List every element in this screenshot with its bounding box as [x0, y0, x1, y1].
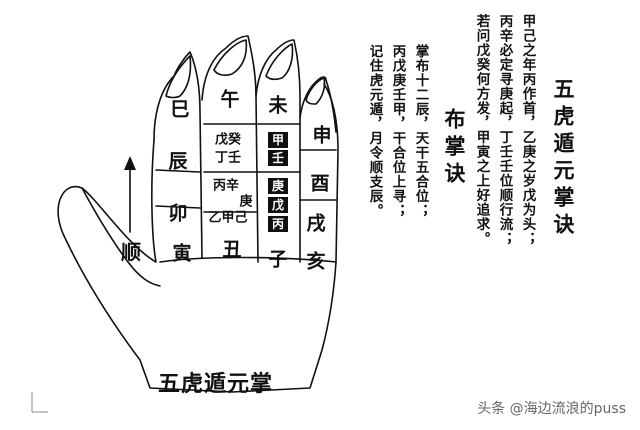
index-finger-outline [153, 51, 203, 259]
branch-chou: 丑 [222, 238, 242, 261]
palm-outline [57, 83, 339, 393]
ring-finger-outline [255, 39, 301, 263]
stem-pair-chou-right: 庚 [239, 194, 253, 210]
branch-zi: 子 [268, 248, 288, 271]
poem-line-1: 甲己之年丙作首，乙庚之岁戊为头； [519, 14, 536, 246]
watermark: 头条 @海边流浪的puss [477, 401, 626, 417]
badge-jia: 甲 [268, 132, 288, 148]
branch-wu: 午 [220, 88, 240, 111]
branch-wei: 未 [268, 94, 288, 117]
thumb-outline [81, 187, 161, 287]
index-nail [165, 55, 192, 99]
branch-mao: 卯 [168, 202, 188, 225]
branch-shen: 申 [312, 124, 332, 147]
badge-geng: 庚 [268, 178, 288, 194]
poem-title: 五虎遁元掌诀 [551, 78, 575, 240]
little-finger-outline [299, 76, 337, 133]
stem-pair-wu-bottom: 丁壬 [214, 150, 242, 166]
stem-pair-wu-top: 戊癸 [214, 132, 242, 148]
poem-line-3: 若问戊癸何方发，甲寅之上好追求。 [473, 14, 490, 246]
little-nail [305, 77, 326, 105]
rule-line-1: 掌布十二辰，天干五合位； [412, 44, 429, 218]
up-arrow-head [124, 156, 136, 170]
rule-line-2: 丙戊庚壬甲，干合位上寻； [389, 44, 406, 218]
diagram-caption: 五虎遁元掌 [158, 372, 274, 397]
badge-bing: 丙 [268, 216, 288, 232]
branch-chen: 辰 [168, 150, 188, 173]
ring-nail [265, 43, 294, 81]
branch-hai: 亥 [306, 250, 326, 273]
branch-yin: 寅 [172, 242, 192, 265]
rule-title: 布掌诀 [442, 108, 466, 189]
branch-you: 酉 [310, 172, 330, 195]
poem-line-2: 丙辛必定寻庚起，丁壬壬位顺行流； [496, 14, 513, 246]
stem-pair-chou-top: 丙辛 [212, 178, 240, 194]
branch-si: 巳 [170, 98, 190, 121]
badge-ren: 壬 [268, 150, 288, 166]
middle-finger-outline [201, 35, 259, 263]
stem-pair-chou-bottom: 乙甲己 [208, 210, 248, 226]
rule-line-3: 记住虎元遁，月令顺支辰。 [366, 44, 383, 218]
badge-wu: 戊 [268, 197, 288, 213]
branch-xu: 戌 [306, 212, 326, 235]
middle-nail [213, 39, 248, 76]
direction-label: 顺 [121, 240, 141, 264]
